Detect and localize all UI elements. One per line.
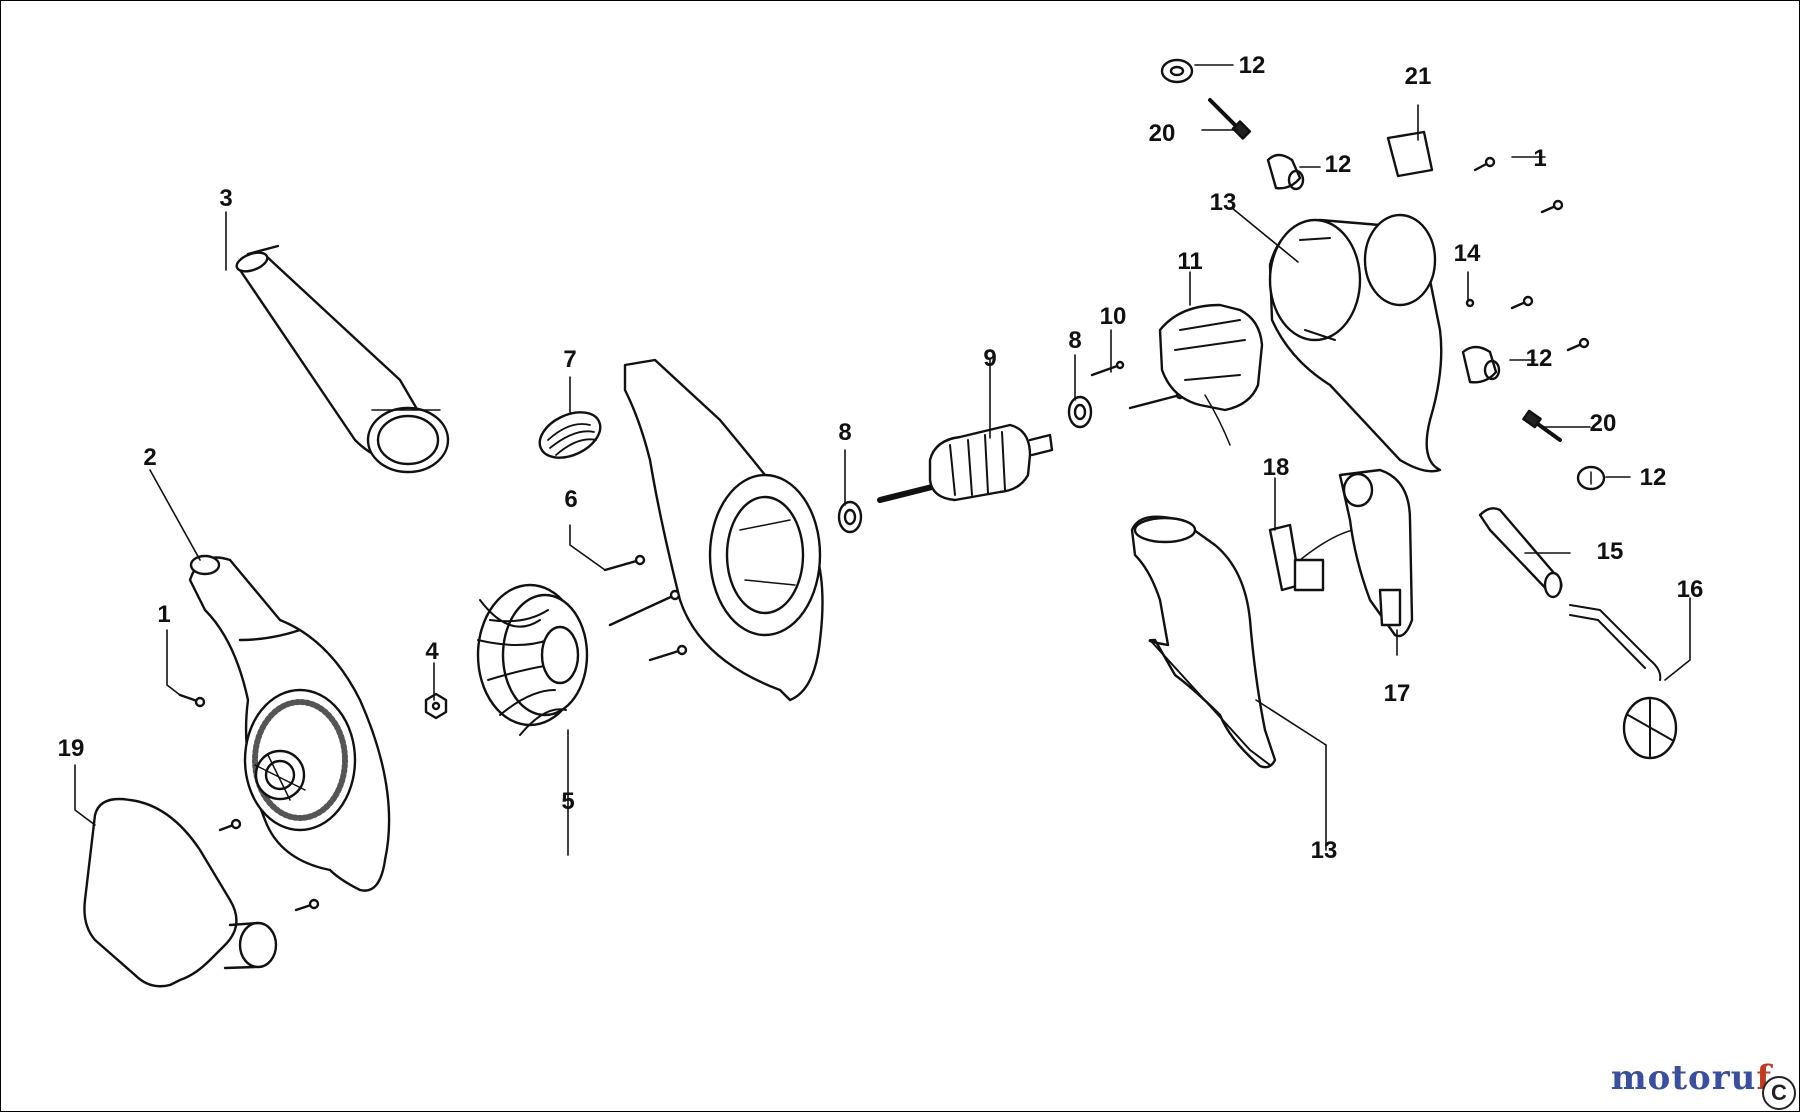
brush-cap-a-part (1160, 58, 1194, 84)
part-label-16: 16 (1676, 576, 1704, 603)
brush-cap-b-part (1576, 465, 1606, 491)
part-label-7: 7 (563, 346, 577, 373)
nut-part (424, 692, 448, 720)
part-label-5: 5 (561, 788, 575, 815)
part-label-1-left: 1 (157, 601, 171, 628)
air-grille-part (538, 411, 602, 459)
leader-lines (74, 64, 1691, 856)
switch-part (1268, 523, 1381, 592)
part-label-10: 10 (1099, 303, 1127, 330)
part-label-12-upper: 12 (1324, 151, 1352, 178)
label-plate-part (1386, 130, 1434, 178)
nozzle-tube-part (235, 244, 450, 474)
part-label-11: 11 (1177, 248, 1203, 275)
fan-impeller-part (476, 583, 589, 736)
part-label-20-top: 20 (1148, 120, 1176, 147)
fan-cover-part (623, 358, 824, 702)
part-label-12-top: 12 (1238, 52, 1266, 79)
screw-set-right (1465, 156, 1590, 352)
part-label-17: 17 (1383, 680, 1411, 707)
part-label-14: 14 (1453, 240, 1481, 267)
part-label-20-bottom: 20 (1589, 410, 1617, 437)
part-label-6: 6 (564, 486, 578, 513)
brush-holder-a-part (1266, 153, 1305, 191)
part-label-8-right: 8 (1068, 327, 1082, 354)
cord-grommet-part (1478, 507, 1563, 599)
carbon-brush-b-part (1522, 409, 1562, 442)
bearing-b-part (1067, 395, 1093, 429)
blower-housing-left-part (188, 554, 391, 892)
part-label-8-left: 8 (838, 419, 852, 446)
part-label-13-top: 13 (1209, 189, 1237, 216)
part-label-12-bottom: 12 (1639, 464, 1667, 491)
part-label-15: 15 (1596, 538, 1624, 565)
part-label-1-right: 1 (1533, 145, 1547, 172)
part-label-2: 2 (143, 444, 157, 471)
part-label-3: 3 (219, 185, 233, 212)
corner-mark: C (1762, 1076, 1796, 1110)
part-label-9: 9 (983, 345, 997, 372)
motor-housing-right-part (1268, 213, 1443, 473)
dust-bag-part (83, 797, 278, 988)
stator-field-part (1158, 303, 1264, 446)
part-label-12-middle: 12 (1525, 345, 1553, 372)
switch-cover-part (1338, 468, 1414, 638)
screw-set-fan (603, 554, 688, 662)
carbon-brush-a-part (1208, 98, 1252, 140)
armature-part (877, 423, 1054, 503)
watermark-logo: motoruf (1610, 1058, 1772, 1098)
part-label-4: 4 (425, 638, 439, 665)
part-label-21: 21 (1404, 63, 1432, 90)
power-cord-part (1569, 604, 1678, 760)
handle-half-part (1130, 515, 1277, 769)
part-label-19: 19 (57, 735, 85, 762)
brush-holder-b-part (1461, 345, 1501, 384)
bearing-a-part (837, 500, 863, 534)
part-label-13-bottom: 13 (1310, 837, 1338, 864)
part-label-18: 18 (1262, 454, 1290, 481)
screw-set-left (178, 693, 320, 912)
